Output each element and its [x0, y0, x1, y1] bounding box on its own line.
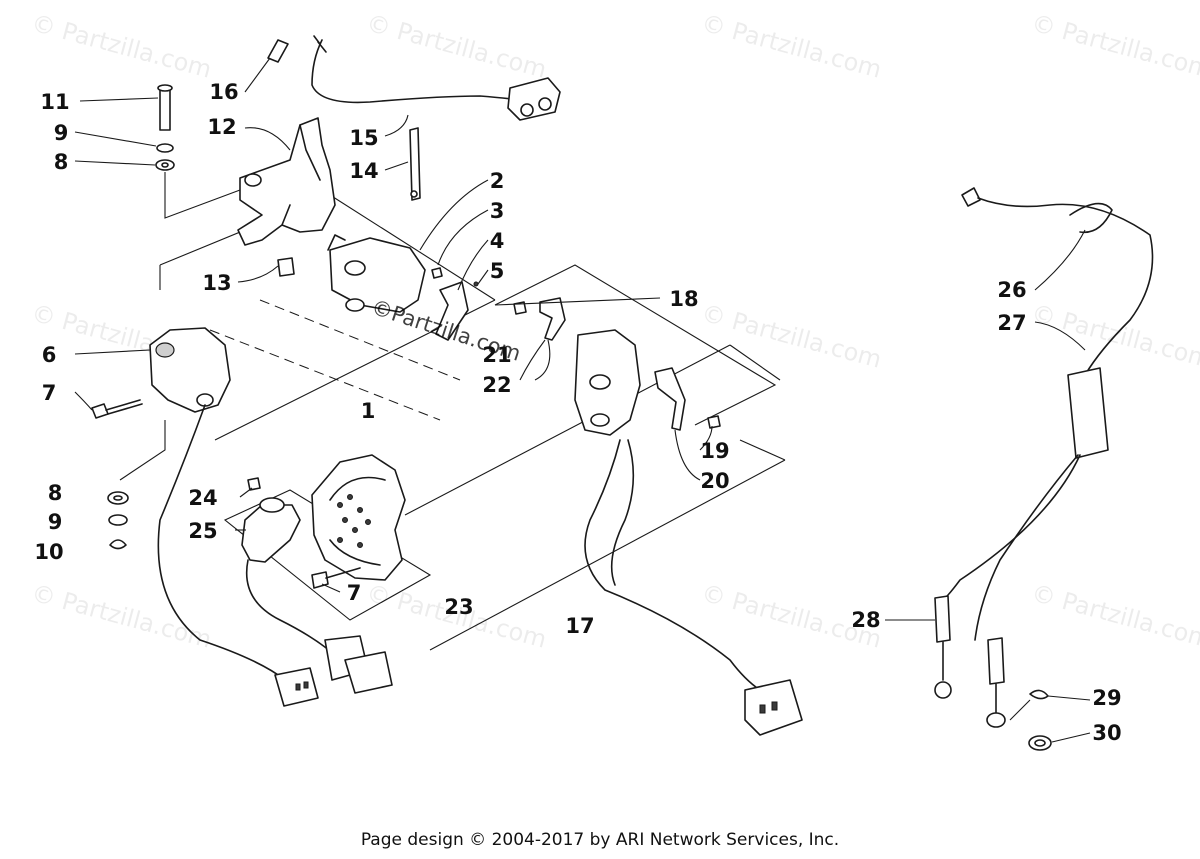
watermark: © Partzilla.com [1028, 9, 1200, 84]
part-28-sensor [934, 595, 952, 699]
callout-20: 20 [700, 469, 729, 493]
callout-24: 24 [188, 486, 217, 510]
callout-28: 28 [851, 608, 880, 632]
part-7-screw-lower [311, 567, 361, 589]
part-8-washer-bottom [107, 491, 129, 505]
callout-29: 29 [1092, 686, 1121, 710]
callout-13: 13 [202, 271, 231, 295]
callout-16: 16 [209, 80, 238, 104]
part-5-pin [473, 281, 479, 287]
callout-26: 26 [997, 278, 1026, 302]
part-21-screw [513, 301, 527, 315]
part-27-sensor-b [986, 637, 1006, 728]
part-16-boot [267, 39, 289, 63]
callout-11: 11 [40, 90, 69, 114]
callout-1: 1 [361, 399, 376, 423]
callout-7: 7 [42, 381, 57, 405]
connector-pin-icon [520, 103, 534, 117]
callout-23: 23 [444, 595, 473, 619]
callout-27: 27 [997, 311, 1026, 335]
callout-2: 2 [490, 169, 505, 193]
part-20-lever [654, 367, 686, 431]
watermark: © Partzilla.com [28, 9, 214, 84]
callout-10: 10 [34, 540, 63, 564]
part-30-oring [1028, 735, 1052, 751]
callout-3: 3 [490, 199, 505, 223]
watermark: © Partzilla.com [1028, 579, 1200, 654]
part-24-screw [247, 477, 261, 491]
callout-19: 19 [700, 439, 729, 463]
part-10-clip [109, 539, 127, 550]
callout-7b: 7 [347, 581, 362, 605]
part-3-spring [431, 267, 443, 279]
part-17-harness [584, 439, 803, 736]
part-2-switch-housing [327, 234, 426, 313]
callout-18: 18 [669, 287, 698, 311]
part-23-cover [311, 454, 406, 581]
watermark: © Partzilla.com [28, 579, 214, 654]
callout-leaders [74, 57, 1091, 743]
part-22-lever [539, 297, 566, 341]
callout-5: 5 [490, 259, 505, 283]
callout-9b: 9 [48, 510, 63, 534]
assembly-outlines [159, 194, 786, 651]
callout-8: 8 [54, 150, 69, 174]
callout-15: 15 [349, 126, 378, 150]
callout-25: 25 [188, 519, 217, 543]
callout-labels: 1 2 3 4 5 6 7 7 8 8 9 9 10 11 12 13 14 1… [34, 80, 1121, 745]
part-27-sensor-harness [941, 187, 1154, 641]
part-9-washer-bottom [108, 514, 128, 526]
part-12-bracket [237, 117, 336, 246]
left-wire [157, 404, 319, 707]
part-7-screw [91, 399, 143, 419]
watermark: © Partzilla.com [698, 9, 884, 84]
part-25-switch [241, 497, 393, 694]
watermark: © Partzilla.com [363, 9, 549, 84]
callout-21: 21 [482, 343, 511, 367]
part-13-spacer [277, 257, 295, 277]
part-8-washer-top [155, 159, 175, 171]
part-6-housing [149, 327, 231, 413]
page-footer: Page design © 2004-2017 by ARI Network S… [360, 830, 840, 850]
part-15-harness [311, 35, 561, 121]
callout-6: 6 [42, 343, 57, 367]
part-19-screw [707, 415, 721, 429]
part-29-clip [1029, 689, 1049, 700]
callout-30: 30 [1092, 721, 1121, 745]
part-14-clip [409, 127, 421, 201]
callout-22: 22 [482, 373, 511, 397]
part-4-lever [435, 281, 469, 341]
part-11-bolt [157, 84, 173, 131]
callout-17: 17 [565, 614, 594, 638]
callout-8b: 8 [48, 481, 63, 505]
callout-14: 14 [349, 159, 378, 183]
cover-vent-pattern [337, 494, 371, 548]
watermark: © Partzilla.com [698, 299, 884, 374]
part-18-housing [574, 329, 641, 436]
connector-pin-icon [538, 97, 552, 111]
callout-12: 12 [207, 115, 236, 139]
callout-4: 4 [490, 229, 505, 253]
part-9-washer-top [156, 143, 174, 153]
callout-9: 9 [54, 121, 69, 145]
